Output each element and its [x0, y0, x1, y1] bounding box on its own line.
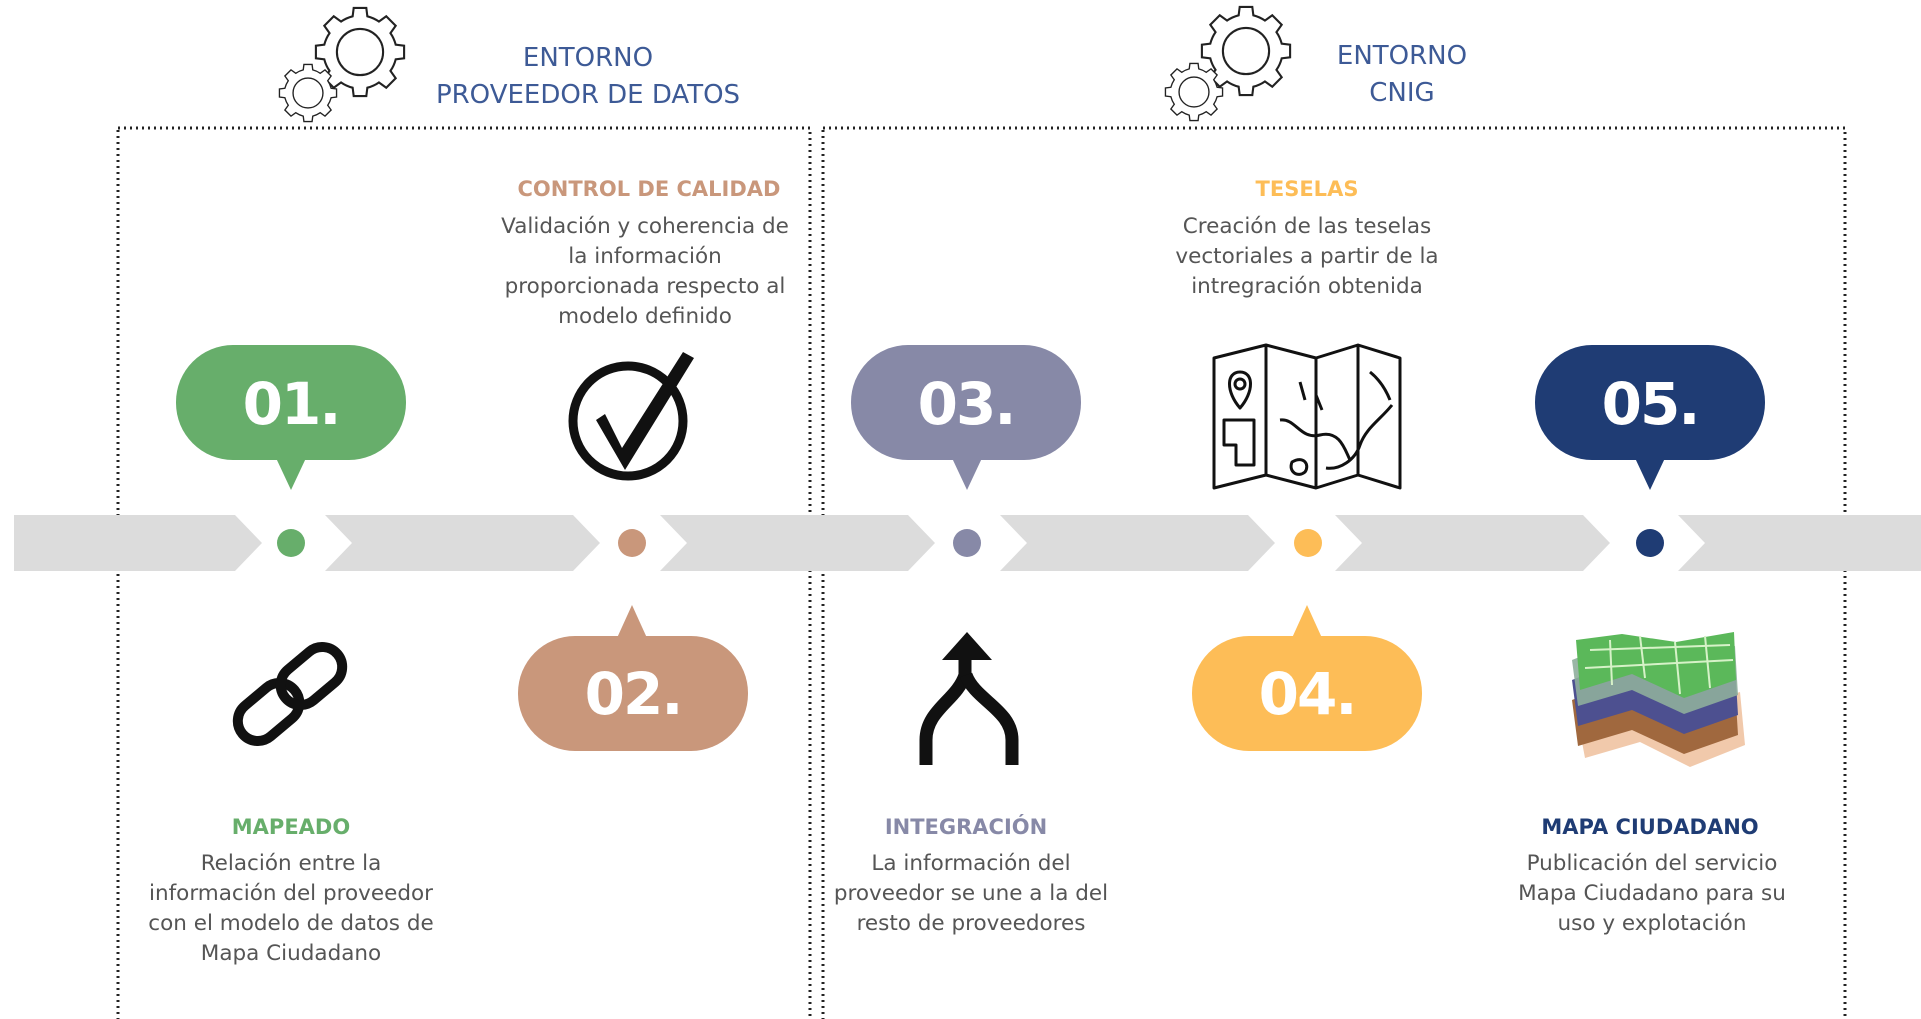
step-desc-line: proveedor se une a la del [834, 881, 1108, 906]
link-icon [232, 642, 348, 746]
step-desc-line: resto de proveedores [857, 911, 1086, 936]
step-desc-line: Mapa Ciudadano para su [1518, 881, 1786, 906]
timeline-arrow [1000, 515, 1275, 571]
env-frame-cnig [821, 126, 1847, 1019]
timeline-dot-5 [1636, 529, 1664, 557]
timeline-dot-1 [277, 529, 305, 557]
step-desc-line: Publicación del servicio [1527, 851, 1778, 876]
layered-map-icon [1572, 632, 1745, 767]
step-05-bubble: 05. [1535, 345, 1765, 490]
step-desc-line: información del proveedor [149, 881, 433, 906]
timeline-arrow [14, 515, 262, 571]
env-frame-proveedor [116, 126, 812, 1019]
step-desc-line: Mapa Ciudadano [201, 941, 381, 966]
step-title-integracion: INTEGRACIÓN [885, 814, 1047, 839]
merge-arrow-icon [919, 632, 1019, 765]
step-number: 03. [918, 370, 1015, 438]
gears-icon [278, 6, 406, 123]
timeline-arrow [325, 515, 600, 571]
step-desc-line: la información [568, 244, 721, 269]
env-header-proveedor: ENTORNO PROVEEDOR DE DATOS [278, 6, 740, 123]
timeline-dot-4 [1294, 529, 1322, 557]
step-title-control-calidad: CONTROL DE CALIDAD [518, 177, 781, 201]
step-title-teselas: TESELAS [1256, 177, 1359, 201]
env-title-line1: ENTORNO [1337, 41, 1467, 71]
step-desc-line: vectoriales a partir de la [1175, 244, 1438, 269]
step-03-bubble: 03. [851, 345, 1081, 490]
step-number: 05. [1602, 370, 1699, 438]
step-number: 02. [585, 660, 682, 728]
env-title-line1: ENTORNO [523, 43, 653, 73]
step-02-bubble: 02. [518, 605, 748, 751]
step-desc-line: uso y explotación [1558, 911, 1747, 936]
timeline-arrow [660, 515, 935, 571]
checkmark-icon [568, 352, 694, 481]
step-title-mapa-ciudadano: MAPA CIUDADANO [1541, 815, 1758, 839]
env-title-line2: PROVEEDOR DE DATOS [436, 80, 740, 110]
timeline-arrow [1678, 515, 1921, 571]
timeline [14, 515, 1921, 571]
timeline-dot-3 [953, 529, 981, 557]
step-title-mapeado: MAPEADO [232, 815, 350, 839]
step-desc-line: modelo definido [558, 304, 732, 329]
env-header-cnig: ENTORNO CNIG [1164, 5, 1467, 122]
step-desc-line: proporcionada respecto al [505, 274, 786, 299]
timeline-dot-2 [618, 529, 646, 557]
step-desc-line: Validación y coherencia de [501, 214, 789, 239]
step-number: 01. [243, 370, 340, 438]
folded-map-icon [1212, 343, 1402, 490]
step-desc-line: La información del [871, 851, 1070, 876]
gears-icon [1164, 5, 1292, 122]
step-desc-line: intregración obtenida [1191, 274, 1423, 299]
step-desc-line: con el modelo de datos de [148, 911, 433, 936]
step-desc-line: Relación entre la [201, 851, 382, 876]
env-title-line2: CNIG [1369, 78, 1434, 108]
step-04-bubble: 04. [1192, 605, 1422, 751]
timeline-arrow [1335, 515, 1610, 571]
step-number: 04. [1259, 660, 1356, 728]
step-desc-line: Creación de las teselas [1183, 214, 1432, 239]
step-01-bubble: 01. [176, 345, 406, 490]
